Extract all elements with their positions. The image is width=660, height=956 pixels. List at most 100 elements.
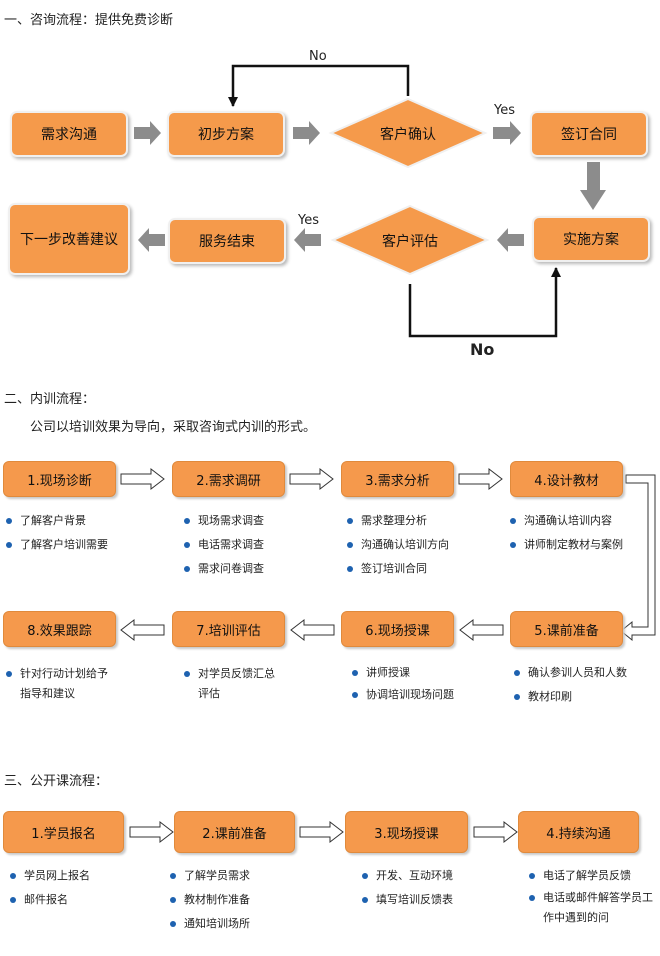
step-5-box: 5.课前准备 — [510, 611, 623, 647]
public-step-3-list: 开发、互动环境 填写培训反馈表 — [360, 864, 510, 912]
bullet-icon — [170, 873, 176, 879]
arrow-plan-to-confirm — [293, 121, 320, 145]
label-yes-bottom: Yes — [298, 213, 319, 228]
hollow-bracket-4-5 — [620, 474, 656, 642]
bullet-icon — [352, 692, 358, 698]
step-1-list: 了解客户背景 了解客户培训需要 — [4, 509, 164, 557]
bullet-icon — [184, 542, 190, 548]
list-item: 电话需求调查 — [182, 533, 342, 557]
list-item: 通知培训场所 — [168, 912, 328, 936]
step-8-box: 8.效果跟踪 — [3, 611, 116, 647]
public-step-4-box: 4.持续沟通 — [518, 811, 639, 853]
list-item: 针对行动计划给予指导和建议 — [4, 664, 114, 704]
public-step-1-list: 学员网上报名 邮件报名 — [8, 864, 158, 912]
no-loop-top — [228, 64, 410, 107]
node-contract: 签订合同 — [530, 111, 648, 157]
list-item: 对学员反馈汇总评估 — [182, 664, 277, 704]
bullet-icon — [10, 873, 16, 879]
arrow-confirm-to-contract — [493, 121, 521, 145]
list-item: 了解客户背景 — [4, 509, 164, 533]
hollow-arrow-6-7 — [290, 618, 335, 642]
bullet-icon — [352, 670, 358, 676]
list-item: 需求整理分析 — [345, 509, 505, 533]
public-step-1-box: 1.学员报名 — [3, 811, 124, 853]
list-item: 沟通确认培训方向 — [345, 533, 505, 557]
hollow-arrow-1-2 — [120, 467, 165, 491]
list-item: 学员网上报名 — [8, 864, 158, 888]
bullet-icon — [510, 542, 516, 548]
list-item: 协调培训现场问题 — [350, 685, 458, 705]
list-item: 讲师授课 — [350, 661, 458, 685]
bullet-icon — [362, 873, 368, 879]
bullet-icon — [510, 518, 516, 524]
node-implement: 实施方案 — [532, 216, 650, 262]
public-step-4-list: 电话了解学员反馈 电话或邮件解答学员工作中遇到的问 — [527, 864, 659, 932]
section-2-intro: 公司以培训效果为导向，采取咨询式内训的形式。 — [30, 420, 317, 435]
bullet-icon — [347, 566, 353, 572]
hollow-arrow-7-8 — [120, 618, 165, 642]
step-4-list: 沟通确认培训内容 讲师制定教材与案例 — [508, 509, 658, 557]
public-step-2-list: 了解学员需求 教材制作准备 通知培训场所 — [168, 864, 328, 936]
hollow-arrow-5-6 — [459, 618, 504, 642]
list-item: 开发、互动环境 — [360, 864, 510, 888]
bullet-icon — [10, 897, 16, 903]
bullet-icon — [362, 897, 368, 903]
node-evaluate-label: 客户评估 — [382, 234, 438, 250]
bullet-icon — [170, 921, 176, 927]
step-3-list: 需求整理分析 沟通确认培训方向 签订培训合同 — [345, 509, 505, 581]
diamond-evaluate — [330, 204, 490, 276]
step-3-box: 3.需求分析 — [341, 461, 454, 497]
step-1-box: 1.现场诊断 — [3, 461, 116, 497]
bullet-icon — [170, 897, 176, 903]
list-item: 电话或邮件解答学员工作中遇到的问 — [527, 888, 659, 928]
bullet-icon — [347, 518, 353, 524]
list-item: 教材印刷 — [512, 685, 660, 709]
hollow-arrow-3-4 — [458, 467, 503, 491]
label-no-bottom: No — [470, 340, 495, 359]
node-end: 服务结束 — [168, 218, 286, 264]
step-7-box: 7.培训评估 — [172, 611, 285, 647]
list-item: 沟通确认培训内容 — [508, 509, 658, 533]
node-plan: 初步方案 — [167, 111, 285, 157]
diamond-confirm — [328, 97, 488, 169]
arrow-implement-to-evaluate — [497, 228, 524, 252]
list-item: 填写培训反馈表 — [360, 888, 510, 912]
list-item: 签订培训合同 — [345, 557, 505, 581]
list-item: 确认参训人员和人数 — [512, 661, 660, 685]
label-no-top: No — [309, 49, 327, 64]
section-1-heading: 一、咨询流程：提供免费诊断 — [4, 13, 174, 28]
list-item: 现场需求调查 — [182, 509, 342, 533]
hollow-arrow-p3-p4 — [473, 820, 518, 844]
list-item: 讲师制定教材与案例 — [508, 533, 658, 557]
bullet-icon — [529, 895, 535, 901]
label-yes-top: Yes — [494, 103, 515, 118]
node-next: 下一步改善建议 — [8, 203, 130, 275]
list-item: 教材制作准备 — [168, 888, 328, 912]
list-item: 邮件报名 — [8, 888, 158, 912]
list-item: 了解客户培训需要 — [4, 533, 164, 557]
bullet-icon — [184, 518, 190, 524]
bullet-icon — [6, 542, 12, 548]
public-step-3-box: 3.现场授课 — [345, 811, 468, 853]
bullet-icon — [6, 671, 12, 677]
bullet-icon — [514, 694, 520, 700]
step-7-list: 对学员反馈汇总评估 — [182, 664, 277, 708]
step-2-box: 2.需求调研 — [172, 461, 285, 497]
step-4-box: 4.设计教材 — [510, 461, 623, 497]
no-loop-bottom — [408, 267, 561, 338]
hollow-arrow-p2-p3 — [299, 820, 344, 844]
step-6-box: 6.现场授课 — [341, 611, 454, 647]
section-3-heading: 三、公开课流程： — [4, 774, 109, 789]
list-item: 需求问卷调查 — [182, 557, 342, 581]
step-6-list: 讲师授课 协调培训现场问题 — [350, 661, 458, 709]
arrow-demand-to-plan — [134, 121, 161, 145]
step-2-list: 现场需求调查 电话需求调查 需求问卷调查 — [182, 509, 342, 581]
node-demand: 需求沟通 — [10, 111, 128, 157]
list-item: 了解学员需求 — [168, 864, 328, 888]
node-confirm-label: 客户确认 — [380, 127, 436, 143]
arrow-end-to-next — [138, 228, 165, 252]
bullet-icon — [514, 670, 520, 676]
public-step-2-box: 2.课前准备 — [174, 811, 295, 853]
bullet-icon — [184, 671, 190, 677]
bullet-icon — [347, 542, 353, 548]
